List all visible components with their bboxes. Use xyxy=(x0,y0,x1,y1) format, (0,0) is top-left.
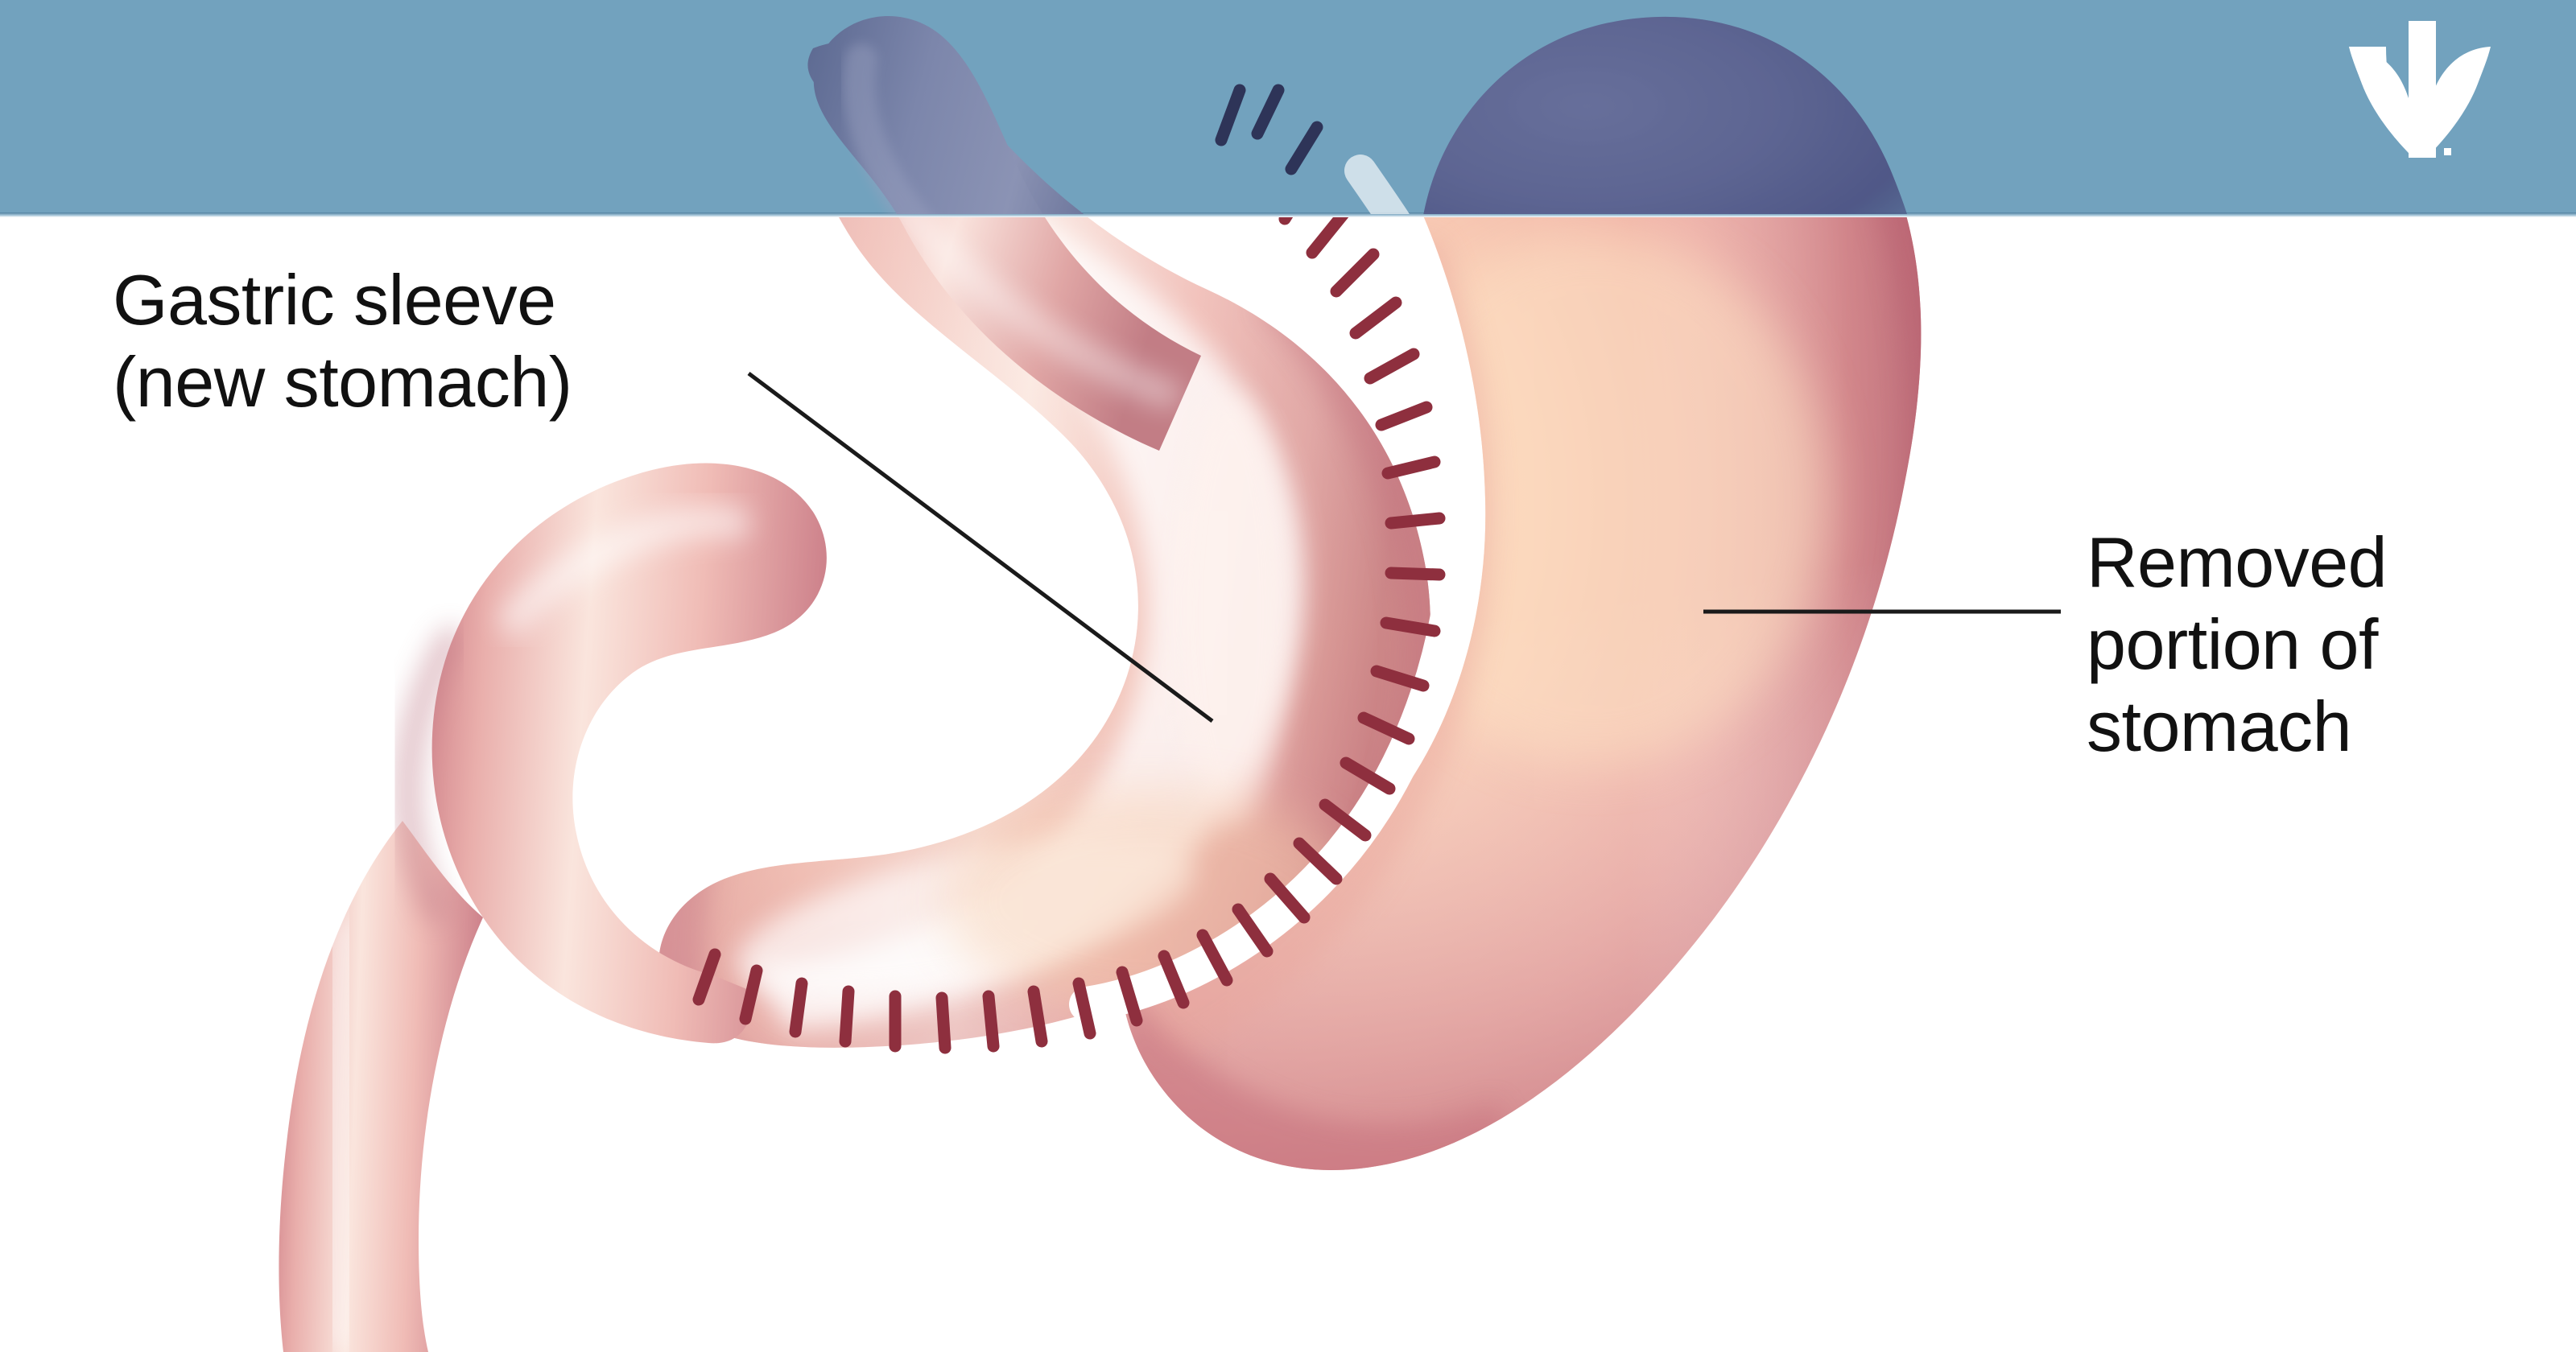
leader-lines xyxy=(747,372,2061,723)
mayo-clinic-shield-logo xyxy=(2349,21,2491,158)
label-removed-portion: Removed portion of stomach xyxy=(2087,522,2388,767)
label-gastric-sleeve: Gastric sleeve (new stomach) xyxy=(113,260,572,422)
duodenum-shape xyxy=(279,463,827,1352)
gastric-sleeve-leader xyxy=(747,372,1214,723)
registered-trademark-mark xyxy=(2444,148,2451,155)
cut-gap xyxy=(1069,153,1477,1022)
staple-line xyxy=(692,80,1446,1054)
